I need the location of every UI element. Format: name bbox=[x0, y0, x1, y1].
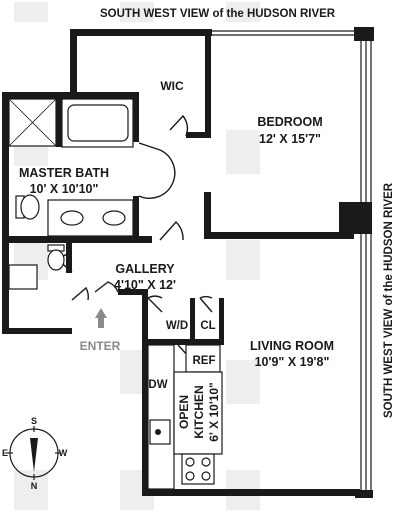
ref-label: REF bbox=[193, 355, 216, 367]
wd-closet-label: W/D bbox=[166, 320, 188, 332]
compass-n: N bbox=[31, 481, 38, 491]
compass-s: S bbox=[31, 416, 37, 426]
compass-e: E bbox=[2, 448, 8, 458]
toilet bbox=[20, 194, 40, 220]
kitchen-label-kitchen: KITCHEN bbox=[192, 385, 206, 438]
kitchen-dims: 6' X 10'10" bbox=[207, 382, 221, 441]
cl-closet-label: CL bbox=[200, 320, 215, 332]
island-counter bbox=[173, 371, 223, 455]
gallery-label: GALLERY bbox=[115, 262, 175, 276]
enter-arrow-icon bbox=[95, 308, 107, 328]
living-room-dims: 10'9" X 19'8" bbox=[255, 355, 330, 369]
enter-label: ENTER bbox=[80, 339, 121, 353]
compass-w: W bbox=[59, 448, 68, 458]
wic-label: WIC bbox=[160, 79, 184, 93]
right-view-label: SOUTH WEST VIEW of the HUDSON RIVER bbox=[383, 182, 395, 418]
gallery-dims: 4'10" X 12' bbox=[114, 278, 176, 292]
dw-label: DW bbox=[148, 379, 167, 391]
top-view-label: SOUTH WEST VIEW of the HUDSON RIVER bbox=[100, 8, 336, 20]
bath-fixtures bbox=[8, 98, 134, 290]
bedroom-dims: 12' X 15'7" bbox=[259, 132, 321, 146]
living-room-label: LIVING ROOM bbox=[250, 339, 334, 353]
walls bbox=[2, 27, 374, 498]
counter-left bbox=[147, 344, 175, 490]
stove bbox=[181, 453, 215, 485]
master-bath-label: MASTER BATH bbox=[19, 166, 109, 180]
kitchen-label-open: OPEN bbox=[177, 395, 191, 429]
master-bath-dims: 10' X 10'10" bbox=[30, 182, 99, 196]
kitchen-fixtures bbox=[147, 344, 223, 490]
compass-icon bbox=[7, 426, 61, 480]
bedroom-label: BEDROOM bbox=[257, 115, 322, 129]
